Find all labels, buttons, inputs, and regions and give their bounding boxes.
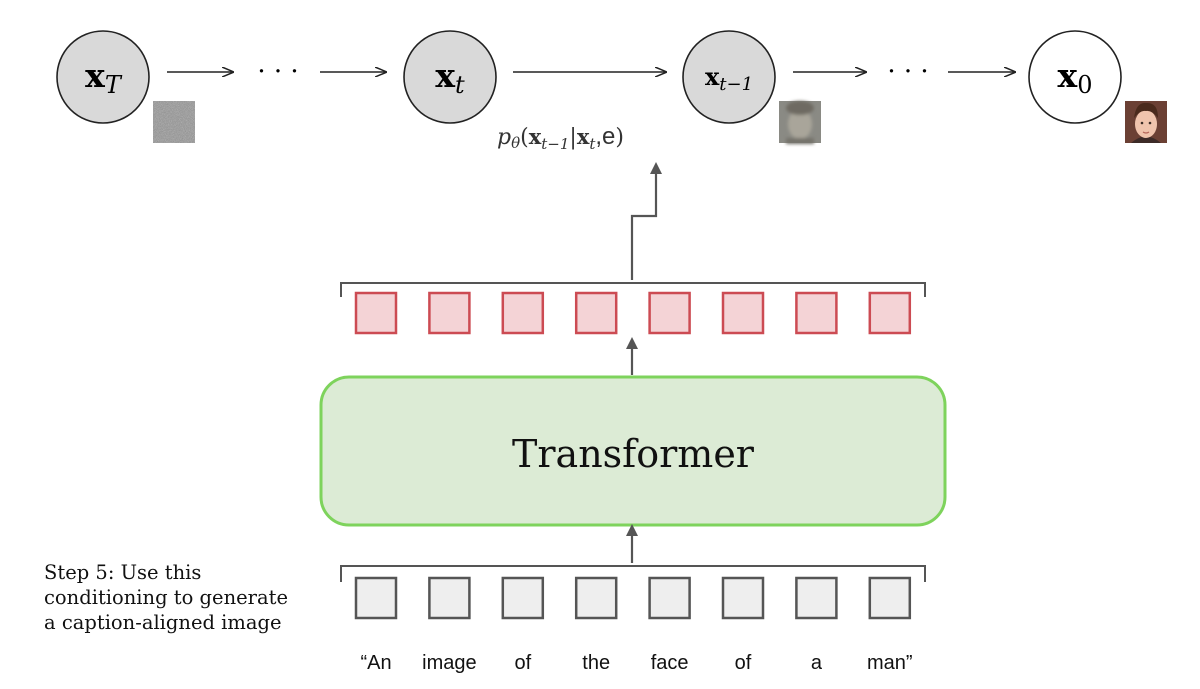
output-token-7 — [795, 291, 838, 335]
caption-word-7: a — [811, 652, 823, 674]
caption-word-3: of — [514, 652, 531, 674]
svg-text:xt−1: xt−1 — [705, 62, 753, 95]
node-xT: xT — [56, 30, 150, 124]
step-description: Step 5: Use this conditioning to generat… — [44, 560, 334, 635]
face-thumbnail-icon — [1125, 101, 1167, 143]
transformer-label: Transformer — [512, 432, 755, 476]
caption-word-2: image — [422, 652, 476, 674]
node-x0-circle — [1028, 30, 1122, 124]
caption-word-row: “An image of the face of a man” — [360, 652, 912, 674]
node-xt-circle — [403, 30, 497, 124]
node-xt-1-sub: t−1 — [719, 74, 753, 95]
node-xT-sub: T — [105, 71, 123, 99]
input-token-4 — [574, 576, 618, 620]
svg-text:x0: x0 — [1058, 56, 1093, 99]
transition-label: pθ(xt−1|xt,e) — [497, 123, 624, 153]
input-token-2 — [428, 576, 471, 620]
output-token-2 — [428, 291, 471, 335]
node-xt: xt — [403, 30, 497, 124]
output-token-row — [354, 291, 912, 335]
conditioning-arrow — [630, 162, 662, 280]
noise-thumbnail-icon — [153, 101, 195, 143]
svg-text:xt: xt — [435, 56, 465, 99]
output-token-4 — [574, 291, 618, 335]
output-token-6 — [721, 291, 765, 335]
input-token-7 — [795, 576, 838, 620]
input-token-8 — [868, 576, 912, 620]
node-xT-circle — [56, 30, 150, 124]
svg-text:xT: xT — [85, 56, 123, 99]
input-token-1 — [354, 576, 398, 620]
input-token-5 — [648, 576, 691, 620]
ellipsis-left: · · · — [257, 57, 298, 87]
output-token-3 — [501, 291, 545, 335]
output-token-5 — [648, 291, 691, 335]
node-x0-sub: 0 — [1077, 71, 1092, 99]
step-line-2: conditioning to generate — [44, 586, 289, 609]
caption-word-1: “An — [360, 652, 391, 674]
step-line-1: Step 5: Use this — [44, 561, 202, 584]
caption-word-4: the — [582, 652, 610, 674]
input-token-3 — [501, 576, 545, 620]
node-xt-sub: t — [455, 71, 465, 99]
step-line-3: a caption-aligned image — [44, 611, 282, 634]
node-xt-1-base: x — [705, 62, 720, 91]
ellipsis-right: · · · — [887, 57, 928, 87]
input-token-bracket — [340, 565, 926, 582]
input-token-row — [354, 576, 912, 620]
node-xt-1: xt−1 — [682, 30, 776, 124]
caption-word-6: of — [735, 652, 752, 674]
blurry-face-thumbnail-icon — [779, 101, 821, 144]
output-token-bracket — [340, 282, 926, 297]
caption-word-5: face — [651, 652, 689, 674]
input-token-6 — [721, 576, 765, 620]
node-xT-base: x — [85, 56, 105, 95]
node-xt-base: x — [435, 56, 455, 95]
output-token-8 — [868, 291, 912, 335]
node-x0-base: x — [1058, 56, 1078, 95]
caption-word-8: man” — [867, 652, 913, 674]
output-token-1 — [354, 291, 398, 335]
transformer-block: Transformer — [319, 375, 947, 527]
node-xt-1-circle — [682, 30, 776, 124]
node-x0: x0 — [1028, 30, 1122, 124]
